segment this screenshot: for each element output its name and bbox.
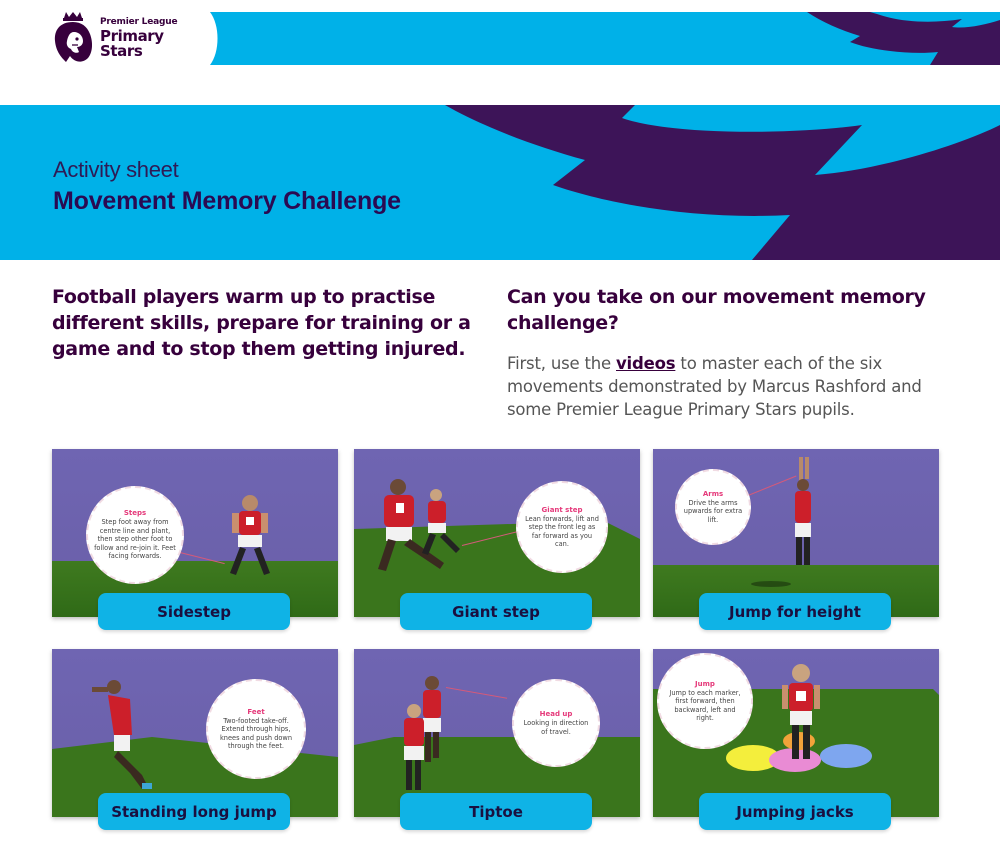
tip-bubble: Head up Looking in direction of travel. (512, 679, 600, 767)
tip-text: Looking in direction of travel. (523, 719, 589, 736)
movement-illustration: Jump Jump to each marker, first forward,… (653, 649, 939, 817)
logo-name-line1: Primary (100, 26, 164, 45)
player-figure (92, 680, 152, 789)
body-text-start: First, use the (507, 354, 616, 373)
player-figures (404, 676, 441, 790)
movement-illustration: Giant step Lean forwards, lift and step … (354, 449, 640, 617)
intro-left-text: Football players warm up to practise dif… (52, 286, 471, 360)
player-figure (230, 495, 270, 575)
page-title: Movement Memory Challenge (53, 187, 401, 215)
movement-card-jump-for-height: Arms Drive the arms upwards for extra li… (653, 449, 939, 630)
hero-banner: Activity sheet Movement Memory Challenge (0, 105, 1000, 260)
premier-league-primary-stars-logo: Premier League Primary Stars (52, 12, 178, 64)
tip-bubble: Steps Step foot away from centre line an… (86, 486, 184, 584)
player-figures (378, 479, 460, 571)
tiptoe-button[interactable]: Tiptoe (400, 793, 592, 830)
challenge-heading: Can you take on our movement memory chal… (507, 286, 926, 334)
hero-background-swoosh (0, 105, 1000, 260)
jumping-jacks-button[interactable]: Jumping jacks (699, 793, 891, 830)
tip-bubble: Giant step Lean forwards, lift and step … (516, 481, 608, 573)
tip-title: Giant step (541, 505, 583, 514)
movement-card-jumping-jacks: Jump Jump to each marker, first forward,… (653, 649, 939, 830)
sidestep-button[interactable]: Sidestep (98, 593, 290, 630)
tip-title: Feet (247, 707, 265, 716)
movement-illustration: Arms Drive the arms upwards for extra li… (653, 449, 939, 617)
top-header: Premier League Primary Stars (0, 0, 1000, 75)
tip-bubble: Arms Drive the arms upwards for extra li… (675, 469, 751, 545)
hero-eyebrow: Activity sheet (53, 157, 179, 182)
tip-text: Drive the arms upwards for extra lift. (683, 498, 743, 524)
movement-card-tiptoe: Head up Looking in direction of travel. … (354, 649, 640, 830)
giant-step-button[interactable]: Giant step (400, 593, 592, 630)
movement-card-sidestep: Steps Step foot away from centre line an… (52, 449, 338, 630)
movement-illustration: Steps Step foot away from centre line an… (52, 449, 338, 617)
tip-bubble: Feet Two-footed take-off. Extend through… (206, 679, 306, 779)
tip-text: Step foot away from centre line and plan… (94, 518, 176, 561)
tip-title: Arms (702, 489, 724, 498)
top-decorative-band (210, 12, 1000, 65)
player-figure (782, 664, 820, 759)
movement-card-standing-long-jump: Feet Two-footed take-off. Extend through… (52, 649, 338, 830)
jump-for-height-button[interactable]: Jump for height (699, 593, 891, 630)
movement-card-giant-step: Giant step Lean forwards, lift and step … (354, 449, 640, 630)
tip-title: Jump (695, 679, 715, 688)
tip-text: Lean forwards, lift and step the front l… (525, 514, 599, 548)
lion-crest-icon (54, 12, 93, 62)
tip-text: Two-footed take-off. Extend through hips… (219, 716, 292, 750)
logo-league-text: Premier League (100, 16, 178, 27)
tip-title: Steps (123, 509, 147, 518)
movement-illustration: Head up Looking in direction of travel. (354, 649, 640, 817)
movement-illustration: Feet Two-footed take-off. Extend through… (52, 649, 338, 817)
intro-right: Can you take on our movement memory chal… (507, 284, 947, 421)
standing-long-jump-button[interactable]: Standing long jump (98, 793, 290, 830)
body-text-end: to master each of the six movements demo… (507, 354, 922, 419)
challenge-body: First, use the videos to master each of … (507, 352, 947, 421)
logo-name-line2: Stars (100, 41, 143, 60)
player-figure (795, 457, 811, 565)
tip-bubble: Jump Jump to each marker, first forward,… (657, 653, 753, 749)
videos-link[interactable]: videos (616, 354, 676, 373)
tip-text: Jump to each marker, first forward, then… (669, 688, 741, 722)
tip-title: Head up (539, 710, 573, 719)
